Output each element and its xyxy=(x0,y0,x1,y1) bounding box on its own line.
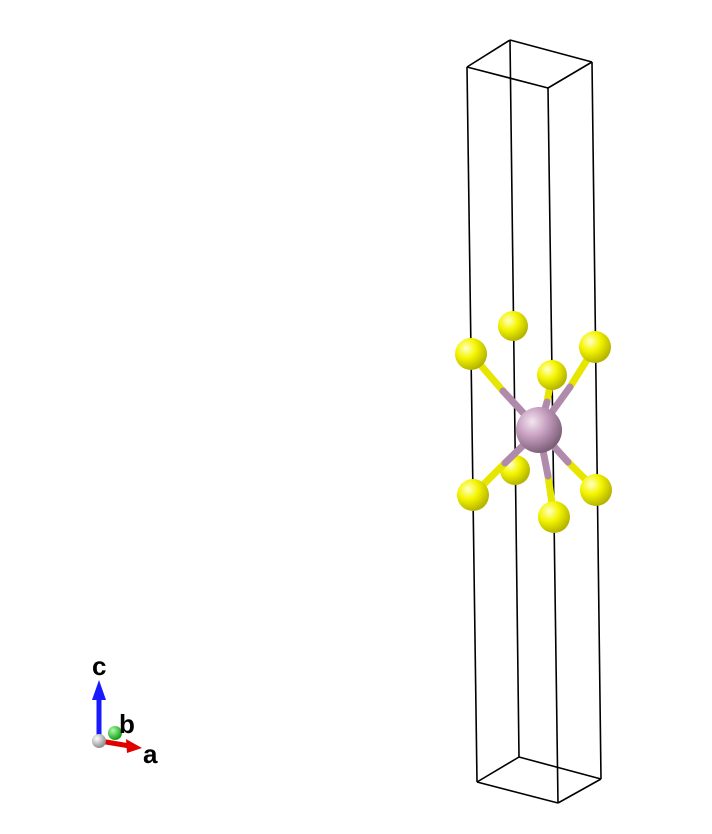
ligand-atom[interactable] xyxy=(455,338,487,370)
cell-edge xyxy=(547,61,593,89)
cell-edge xyxy=(518,756,602,780)
ligand-atom[interactable] xyxy=(457,479,489,511)
cell-edge xyxy=(509,39,593,63)
cell-edge xyxy=(591,61,602,780)
cell-edge xyxy=(466,66,478,783)
ligand-atom[interactable] xyxy=(498,311,528,341)
a-axis-label: a xyxy=(143,739,158,769)
a-axis-arrowhead xyxy=(126,739,142,753)
ligand-atom[interactable] xyxy=(538,501,570,533)
cell-edge xyxy=(466,66,549,89)
molecule xyxy=(455,311,612,533)
cell-edge xyxy=(476,756,520,783)
axes-origin xyxy=(92,734,106,748)
metal-atom[interactable] xyxy=(516,407,562,453)
b-axis-label: b xyxy=(119,709,135,739)
ligand-atom[interactable] xyxy=(537,360,567,390)
ligand-atom[interactable] xyxy=(580,474,612,506)
cell-edge xyxy=(557,778,602,804)
c-axis-arrowhead xyxy=(92,680,106,700)
b-axis-marker xyxy=(108,726,122,740)
cell-edge xyxy=(466,39,511,68)
axes-indicator: c b a xyxy=(92,651,158,769)
ligand-atom[interactable] xyxy=(579,331,611,363)
cell-edge xyxy=(476,781,559,804)
c-axis-label: c xyxy=(92,651,106,681)
